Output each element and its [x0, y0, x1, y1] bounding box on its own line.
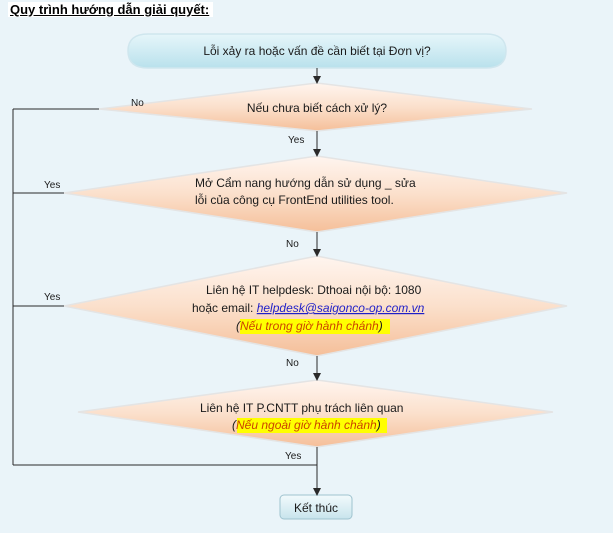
decision-2 — [63, 155, 568, 233]
decision-4-note-open: ( — [232, 418, 238, 432]
start-node — [127, 33, 507, 69]
decision-1 — [98, 82, 533, 132]
decision-4-note-close: ) — [375, 418, 381, 432]
decision-3-note: (Nếu trong giờ hành chánh) — [236, 319, 383, 333]
end-node-label: Kết thúc — [294, 501, 338, 515]
decision-3-note-open: ( — [236, 319, 242, 333]
decision-1-label: Nếu chưa biết cách xử lý? — [247, 101, 387, 115]
start-node-label: Lỗi xảy ra hoặc vấn đề cần biết tại Đơn … — [203, 43, 431, 58]
decision-3-email-prefix: hoặc email: — [192, 301, 257, 315]
edge-label-d1-yes: Yes — [288, 135, 304, 146]
decision-3-line2: hoặc email: helpdesk@saigonco-op.com.vn — [192, 301, 425, 315]
decision-4 — [77, 379, 554, 448]
decision-3 — [63, 255, 568, 357]
decision-4-line1: Liên hệ IT P.CNTT phụ trách liên quan — [200, 401, 403, 415]
edge-label-d2-no: No — [286, 239, 299, 250]
edge-label-d3-no: No — [286, 358, 299, 369]
edge-label-d4-yes: Yes — [285, 451, 301, 462]
edge-label-d1-no: No — [131, 98, 144, 109]
edge-label-d3-yes: Yes — [44, 292, 60, 303]
decision-3-line1: Liên hệ IT helpdesk: Dthoai nội bộ: 1080 — [206, 283, 422, 297]
decision-4-note: (Nếu ngoài giờ hành chánh) — [232, 418, 381, 432]
decision-3-note-text: Nếu trong giờ hành chánh — [240, 319, 379, 333]
decision-4-note-highlight — [237, 418, 387, 433]
decision-3-note-highlight — [240, 319, 390, 334]
decision-2-line1: Mở Cẩm nang hướng dẫn sử dụng _ sửa — [195, 175, 416, 190]
decision-2-line2: lỗi của công cụ FrontEnd utilities tool. — [195, 192, 394, 207]
decision-3-note-close: ) — [377, 319, 383, 333]
page-title: Quy trình hướng dẫn giải quyết: — [8, 2, 214, 17]
helpdesk-email-link[interactable]: helpdesk@saigonco-op.com.vn — [257, 301, 425, 315]
edge-label-d2-yes: Yes — [44, 180, 60, 191]
decision-4-note-text: Nếu ngoài giờ hành chánh — [236, 418, 377, 432]
